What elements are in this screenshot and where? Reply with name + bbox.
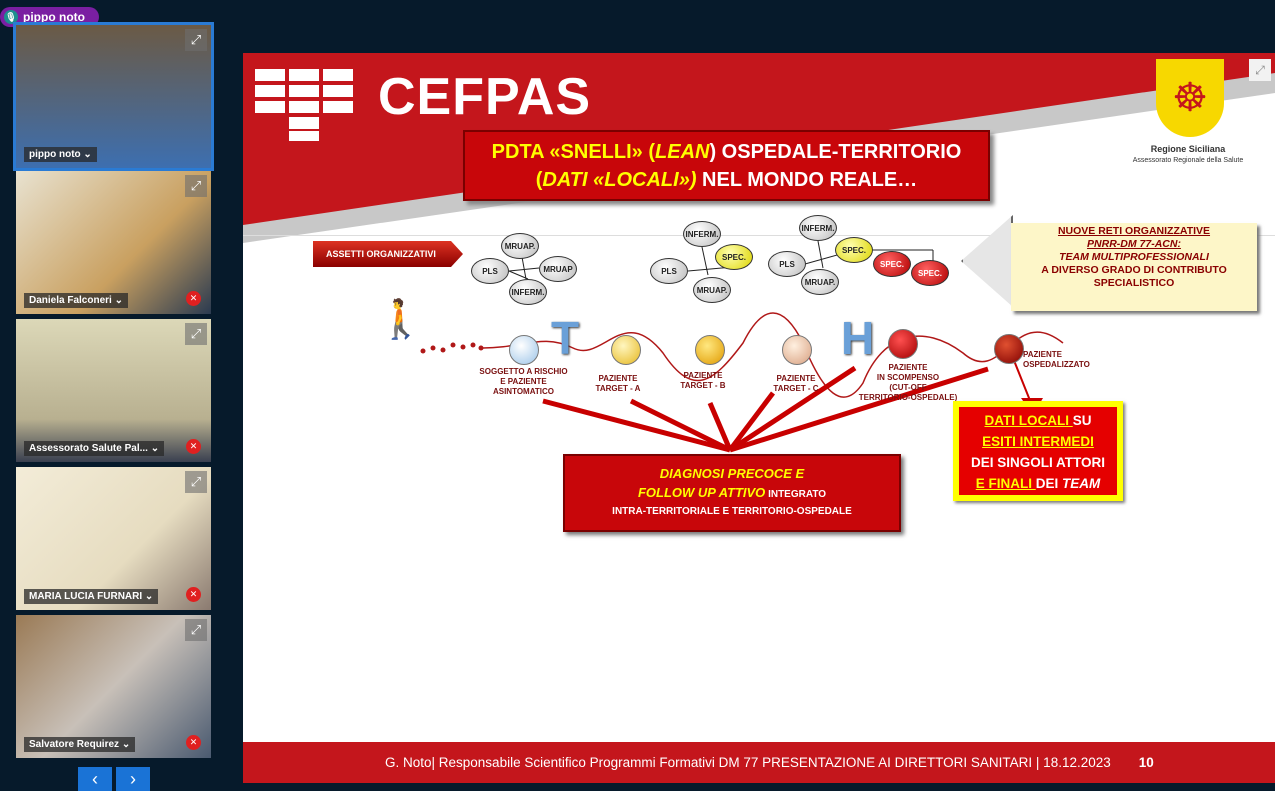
- next-page-button[interactable]: ›: [116, 767, 150, 791]
- cefpas-logo-icon: [255, 67, 365, 143]
- reti-box: NUOVE RETI ORGANIZZATIVE PNRR-DM 77-ACN:…: [1011, 223, 1257, 311]
- divider: [243, 235, 1275, 236]
- stage-label: PAZIENTE OSPEDALIZZATO: [1023, 350, 1090, 369]
- expand-icon[interactable]: ⤢: [185, 619, 207, 641]
- participant-name[interactable]: Assessorato Salute Pal... ⌄: [24, 441, 165, 456]
- stage-label: PAZIENTE TARGET - A: [595, 374, 641, 393]
- active-speaker-badge: 🎙 pippo noto: [0, 7, 99, 27]
- stage-label: PAZIENTE TARGET - B: [680, 371, 726, 390]
- expand-icon[interactable]: ⤢: [185, 323, 207, 345]
- stage-circle: [611, 335, 641, 365]
- node: MRUAP: [539, 256, 577, 282]
- ospedale-letter: H: [841, 312, 875, 364]
- video-tile[interactable]: ⤢ Salvatore Requirez ⌄ ✕: [16, 615, 211, 758]
- stage-circle: [782, 335, 812, 365]
- stage-circle: [509, 335, 539, 365]
- node: INFERM.: [509, 279, 547, 305]
- expand-icon[interactable]: ⤢: [185, 175, 207, 197]
- node: MRUAP.: [501, 233, 539, 259]
- muted-icon: ✕: [186, 291, 201, 306]
- node: INFERM.: [799, 215, 837, 241]
- walking-person-icon: 🚶: [377, 299, 425, 341]
- muted-icon: ✕: [186, 735, 201, 750]
- node: SPEC.: [911, 260, 949, 286]
- cefpas-logo-text: CEFPAS: [378, 68, 592, 126]
- stage-label: PAZIENTE IN SCOMPENSO (CUT-OFF TERRITORI…: [858, 363, 958, 402]
- territorio-letter: T: [551, 312, 580, 364]
- assetti-label: ASSETTI ORGANIZZATIVI: [313, 241, 463, 267]
- stage-label: PAZIENTE TARGET - C: [773, 374, 819, 393]
- trinacria-crest-icon: ☸: [1156, 59, 1224, 137]
- node: SPEC.: [873, 251, 911, 277]
- muted-icon: ✕: [186, 439, 201, 454]
- stage-label: SOGGETTO A RISCHIO E PAZIENTE ASINTOMATI…: [479, 367, 568, 396]
- video-tile[interactable]: ⤢ MARIA LUCIA FURNARI ⌄ ✕: [16, 467, 211, 610]
- stage-circle: [695, 335, 725, 365]
- expand-icon[interactable]: ⤢: [185, 29, 207, 51]
- video-tile[interactable]: ⤢ Assessorato Salute Pal... ⌄ ✕: [16, 319, 211, 462]
- presentation-slide: CEFPAS ☸ Regione Siciliana Assessorato R…: [243, 53, 1275, 783]
- node: PLS: [471, 258, 509, 284]
- slide-title: PDTA «SNELLI» (LEAN) OSPEDALE-TERRITORIO…: [463, 130, 990, 201]
- footer-text: G. Noto| Responsabile Scientifico Progra…: [385, 755, 1111, 770]
- node: INFERM.: [683, 221, 721, 247]
- region-name: Regione Siciliana: [1150, 144, 1226, 154]
- participant-name[interactable]: pippo noto ⌄: [24, 147, 97, 162]
- node: PLS: [768, 251, 806, 277]
- stage-circle: [888, 329, 918, 359]
- node: PLS: [650, 258, 688, 284]
- active-speaker-name: pippo noto: [23, 10, 85, 24]
- participant-name[interactable]: Daniela Falconeri ⌄: [24, 293, 128, 308]
- region-department: Assessorato Regionale della Salute: [1132, 157, 1244, 164]
- video-tile[interactable]: ⤢ Daniela Falconeri ⌄ ✕: [16, 171, 211, 314]
- expand-icon[interactable]: ⤢: [185, 471, 207, 493]
- diagnosi-box: DIAGNOSI PRECOCE E FOLLOW UP ATTIVO INTE…: [563, 454, 901, 532]
- dati-box: DATI LOCALI SU ESITI INTERMEDI DEI SINGO…: [953, 401, 1123, 501]
- video-tile[interactable]: ⤢ pippo noto ⌄: [13, 22, 214, 171]
- muted-icon: ✕: [186, 587, 201, 602]
- node: SPEC.: [835, 237, 873, 263]
- fullscreen-icon[interactable]: ⤢: [1249, 59, 1271, 81]
- participant-name[interactable]: MARIA LUCIA FURNARI ⌄: [24, 589, 159, 604]
- node: SPEC.: [715, 244, 753, 270]
- node: MRUAP.: [801, 269, 839, 295]
- stage-circle: [994, 334, 1024, 364]
- slide-number: 10: [1138, 755, 1154, 770]
- participant-name[interactable]: Salvatore Requirez ⌄: [24, 737, 136, 752]
- previous-page-button[interactable]: ‹: [78, 767, 112, 791]
- microphone-icon: 🎙: [4, 10, 18, 24]
- slide-footer: G. Noto| Responsabile Scientifico Progra…: [243, 742, 1275, 783]
- node: MRUAP.: [693, 277, 731, 303]
